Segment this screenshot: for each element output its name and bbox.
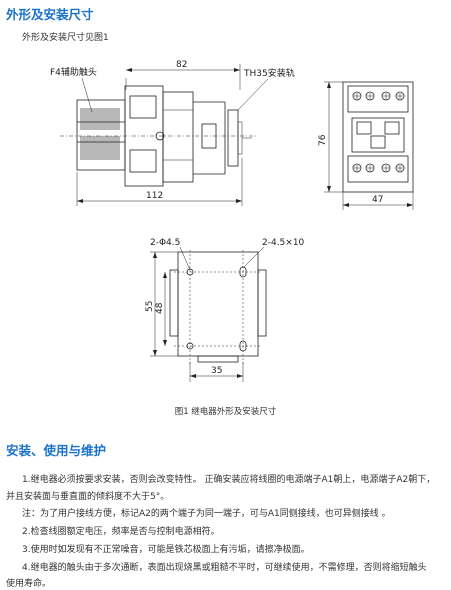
dim-112: 112 <box>146 191 163 201</box>
instruction-line-2: 并且安装面与垂直面的倾斜度不大于5°。 <box>6 492 170 502</box>
instruction-line-1: 1.继电器必须按要求安装，否则会改变特性。 正确安装应将线圈的电源端子A1朝上，… <box>22 475 436 485</box>
section-title-dimensions: 外形及安装尺寸 <box>6 7 94 22</box>
instruction-line-6: 使用寿命。 <box>6 579 52 589</box>
dim-47: 47 <box>372 195 383 205</box>
dimensions-intro: 外形及安装尺寸见图1 <box>22 33 109 43</box>
label-rail: TH35安装轨 <box>243 67 295 79</box>
label-aux-contact: F4辅助触头 <box>50 66 97 78</box>
mounting-view: 2-Φ4.5 2-4.5×10 55 48 35 <box>145 238 305 382</box>
label-holes-slot: 2-4.5×10 <box>262 238 305 248</box>
instruction-line-5: 4.继电器的触头由于多次通断，表面出现烧黑或粗糙不平时，可继续使用，不需修理，否… <box>22 563 427 573</box>
section-title-installation: 安装、使用与维护 <box>6 443 107 458</box>
dim-76: 76 <box>318 134 328 146</box>
instruction-note: 注：为了用户接线方便，标记A2的两个端子为同一端子，可与A1同侧接线，也可异侧接… <box>22 509 391 519</box>
figure-caption: 图1 继电器外形及安装尺寸 <box>174 407 277 417</box>
side-view: 82 F4辅助触头 TH35安装轨 112 <box>50 60 295 206</box>
dim-55: 55 <box>145 301 155 312</box>
figure-drawing: 82 F4辅助触头 TH35安装轨 112 <box>50 60 414 382</box>
instruction-line-3: 2.检查线圈额定电压，频率是否与控制电源相符。 <box>22 527 220 537</box>
front-view: 76 47 <box>318 81 414 210</box>
instruction-line-4: 3.使用时如发现有不正常噪音，可能是铁芯极面上有污垢，请擦净极面。 <box>22 545 310 555</box>
dim-48: 48 <box>155 302 165 314</box>
dim-35: 35 <box>211 366 222 376</box>
dim-82: 82 <box>176 60 187 70</box>
label-holes-round: 2-Φ4.5 <box>150 238 180 248</box>
